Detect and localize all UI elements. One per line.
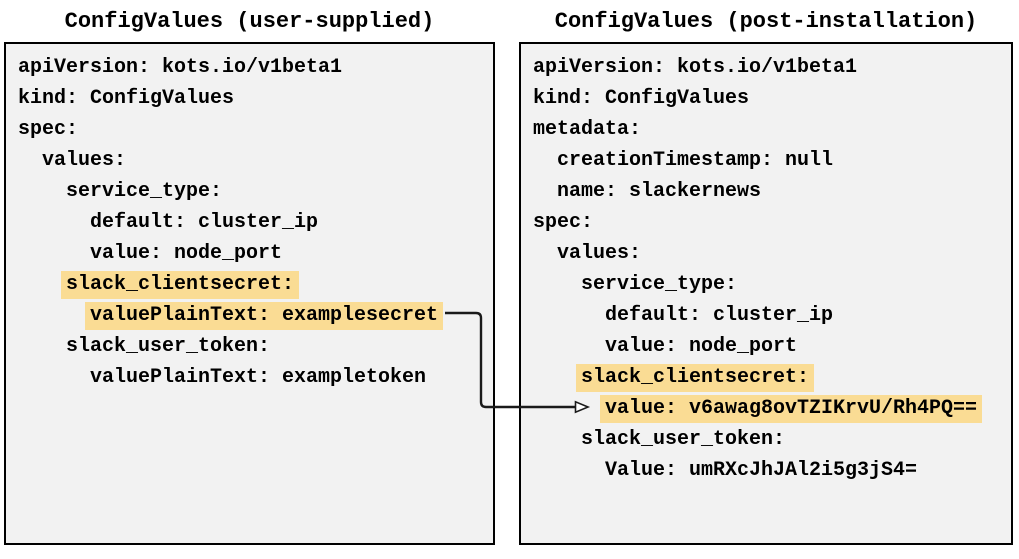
code-line: creationTimestamp: null: [533, 145, 999, 176]
panel-body: apiVersion: kots.io/v1beta1 kind: ConfigV…: [533, 52, 999, 486]
code-line: service_type:: [533, 269, 999, 300]
code-text: default: cluster_ip: [90, 211, 319, 234]
code-text: metadata:: [533, 118, 642, 141]
code-text: spec:: [533, 211, 594, 234]
code-line: values:: [18, 145, 481, 176]
code-text: name: slackernews: [557, 180, 762, 203]
panel-title-post-installation: ConfigValues (post-installation): [554, 9, 978, 34]
code-line: spec:: [533, 207, 999, 238]
code-text: creationTimestamp: null: [557, 149, 834, 172]
code-text: values:: [42, 149, 127, 172]
code-line: slack_clientsecret:: [533, 362, 999, 393]
code-text: slack_user_token:: [66, 335, 271, 358]
code-text: spec:: [18, 118, 79, 141]
code-line: name: slackernews: [533, 176, 999, 207]
code-line: values:: [533, 238, 999, 269]
code-text: values:: [557, 242, 642, 265]
code-line: spec:: [18, 114, 481, 145]
code-line: apiVersion: kots.io/v1beta1: [533, 52, 999, 83]
code-text: slack_user_token:: [581, 428, 786, 451]
code-line: value: node_port: [18, 238, 481, 269]
code-line: slack_user_token:: [18, 331, 481, 362]
code-text: apiVersion: kots.io/v1beta1: [533, 56, 858, 79]
code-text: Value: umRXcJhJAl2i5g3jS4=: [605, 459, 918, 482]
highlighted-code-text: slack_clientsecret:: [61, 271, 300, 299]
code-line: valuePlainText: exampletoken: [18, 362, 481, 393]
code-text: apiVersion: kots.io/v1beta1: [18, 56, 343, 79]
code-text: service_type:: [66, 180, 223, 203]
code-text: service_type:: [581, 273, 738, 296]
config-panel-user-supplied: apiVersion: kots.io/v1beta1 kind: ConfigV…: [4, 42, 495, 545]
highlighted-code-text: value: v6awag8ovTZIKrvU/Rh4PQ==: [600, 395, 983, 423]
code-line: value: node_port: [533, 331, 999, 362]
panel-title-user-supplied: ConfigValues (user-supplied): [64, 9, 435, 34]
panel-body: apiVersion: kots.io/v1beta1 kind: ConfigV…: [18, 52, 481, 393]
code-text: value: node_port: [605, 335, 798, 358]
code-text: value: node_port: [90, 242, 283, 265]
code-line: valuePlainText: examplesecret: [18, 300, 481, 331]
code-line: service_type:: [18, 176, 481, 207]
config-panel-post-installation: apiVersion: kots.io/v1beta1 kind: ConfigV…: [519, 42, 1013, 545]
code-line: apiVersion: kots.io/v1beta1: [18, 52, 481, 83]
code-text: kind: ConfigValues: [18, 87, 235, 110]
code-line: metadata:: [533, 114, 999, 145]
code-line: slack_user_token:: [533, 424, 999, 455]
code-line: default: cluster_ip: [18, 207, 481, 238]
code-text: kind: ConfigValues: [533, 87, 750, 110]
code-line: value: v6awag8ovTZIKrvU/Rh4PQ==: [533, 393, 999, 424]
code-line: slack_clientsecret:: [18, 269, 481, 300]
code-line: Value: umRXcJhJAl2i5g3jS4=: [533, 455, 999, 486]
code-text: default: cluster_ip: [605, 304, 834, 327]
highlighted-code-text: valuePlainText: examplesecret: [85, 302, 444, 330]
code-line: kind: ConfigValues: [533, 83, 999, 114]
code-line: default: cluster_ip: [533, 300, 999, 331]
highlighted-code-text: slack_clientsecret:: [576, 364, 815, 392]
code-line: kind: ConfigValues: [18, 83, 481, 114]
code-text: valuePlainText: exampletoken: [90, 366, 427, 389]
